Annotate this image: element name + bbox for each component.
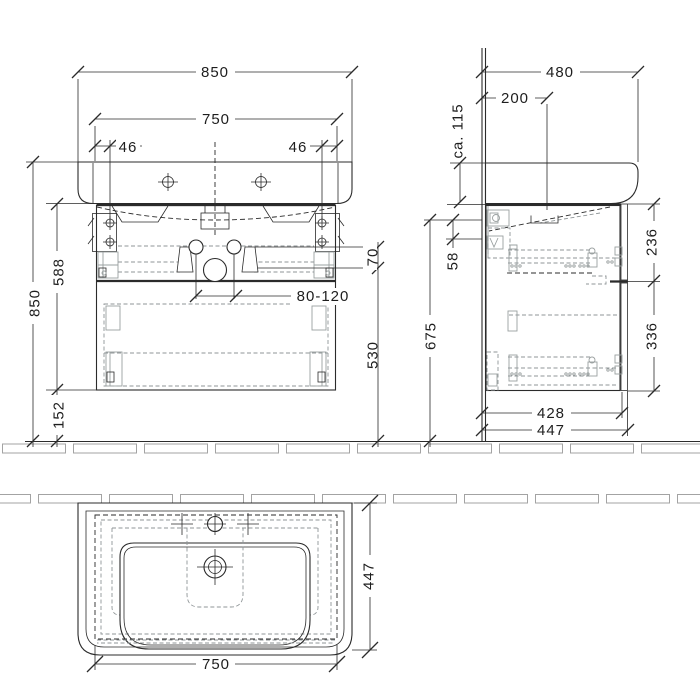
front-basin bbox=[77, 142, 353, 238]
top-view: 750 447 bbox=[77, 494, 379, 673]
dim-front-floor-gap: 152 bbox=[51, 401, 68, 429]
floor-hatching bbox=[0, 440, 700, 504]
dim-side-tap-setback: 200 bbox=[501, 90, 529, 107]
dim-side-carcass-depth: 428 bbox=[537, 405, 565, 422]
dim-front-offset-left: 46 bbox=[119, 139, 138, 156]
dim-front-cabinet-width: 750 bbox=[202, 111, 230, 128]
dim-front-offset-right: 46 bbox=[289, 139, 308, 156]
dim-side-upper-front: 236 bbox=[644, 228, 661, 256]
top-drain bbox=[197, 549, 233, 585]
side-wall bbox=[481, 48, 487, 441]
front-bracket-right bbox=[313, 251, 335, 279]
front-mounting-plate-left bbox=[87, 213, 117, 252]
dim-front-cabinet-height: 588 bbox=[51, 258, 68, 286]
dim-side-basin-height: ca. 115 bbox=[450, 103, 467, 158]
side-rail-lower-bearings bbox=[510, 368, 614, 376]
side-view: 480 200 ca. 115 58 675 236 336 428 447 bbox=[423, 48, 661, 448]
front-cabinet bbox=[87, 203, 378, 391]
dim-side-lower-front: 336 bbox=[644, 322, 661, 350]
side-wall-bracket-upper bbox=[486, 206, 511, 259]
front-fixing-hole-right bbox=[251, 173, 271, 191]
dim-front-total-width: 850 bbox=[201, 64, 229, 81]
dim-front-drain-range: 80-120 bbox=[297, 288, 350, 305]
front-fixing-hole-left bbox=[158, 173, 178, 191]
top-tap-holes bbox=[171, 513, 259, 535]
side-dimensions: 480 200 ca. 115 58 675 236 336 428 447 bbox=[423, 64, 661, 448]
front-bracket-left bbox=[97, 251, 119, 279]
side-wall-bracket-lower bbox=[486, 351, 499, 391]
side-rail-upper bbox=[507, 244, 623, 285]
front-mounting-plate-right bbox=[315, 213, 345, 252]
dim-side-top-section: 58 bbox=[445, 252, 462, 271]
top-dimensions: 750 447 bbox=[86, 494, 379, 673]
side-cabinet bbox=[485, 104, 628, 392]
side-basin bbox=[484, 162, 639, 205]
dim-side-total-depth: 480 bbox=[546, 64, 574, 81]
dim-side-clearance: 675 bbox=[423, 322, 440, 350]
dim-front-total-height: 850 bbox=[27, 289, 44, 317]
front-lower-drawer bbox=[103, 303, 329, 387]
dim-side-overall-depth: 447 bbox=[537, 422, 565, 439]
dim-top-basin-width: 750 bbox=[202, 656, 230, 673]
dim-front-drain-height: 530 bbox=[365, 341, 382, 369]
side-rail-upper-bearings bbox=[510, 260, 614, 268]
front-supply-drain bbox=[176, 239, 378, 299]
top-basin bbox=[77, 502, 353, 656]
dim-front-supply-offset: 70 bbox=[365, 248, 382, 267]
front-view: 850 750 46 46 80-120 850 588 152 70 530 bbox=[23, 64, 385, 448]
dim-top-basin-depth: 447 bbox=[361, 562, 378, 590]
side-rail-lower bbox=[507, 310, 623, 386]
front-dimensions: 850 750 46 46 80-120 850 588 152 70 530 bbox=[23, 64, 385, 448]
